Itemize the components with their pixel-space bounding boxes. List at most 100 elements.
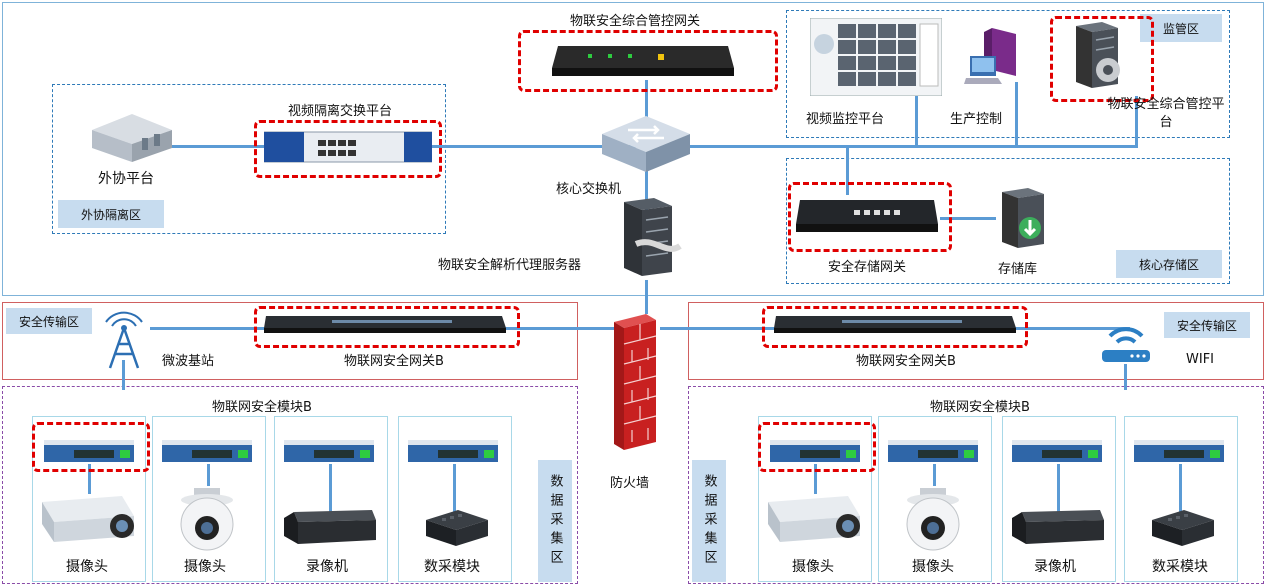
device-right-label-4: 数采模块	[1152, 559, 1208, 575]
external-platform-label: 外协平台	[98, 171, 154, 187]
secure-transmission-tag-left: 安全传输区	[6, 308, 92, 334]
security-module-right-2	[888, 440, 978, 462]
security-module-left-1	[44, 440, 134, 462]
device-cell-left-2	[152, 416, 266, 582]
dome-camera-icon-right	[906, 488, 960, 551]
security-module-right-3	[1012, 440, 1102, 462]
device-right-label-3: 录像机	[1034, 559, 1076, 575]
device-cell-right-2	[878, 416, 992, 582]
proxy-server-icon	[624, 198, 682, 276]
core-storage-zone-tag: 核心存储区	[1116, 250, 1222, 278]
security-module-right-4	[1134, 440, 1224, 462]
device-left-label-4: 数采模块	[424, 559, 480, 575]
firewall-icon	[614, 314, 657, 450]
data-collector-icon-left	[426, 510, 488, 546]
iot-gateway-top-device	[552, 46, 734, 76]
data-collection-tag-right: 数据采集区	[692, 460, 726, 582]
storage-server-icon	[1002, 188, 1044, 248]
storage-gateway-highlight	[788, 182, 952, 252]
module-left-1-highlight	[32, 422, 150, 472]
link-switch-to-monitor	[690, 145, 1136, 148]
security-module-left-3	[284, 440, 374, 462]
proxy-server-label: 物联安全解析代理服务器	[438, 258, 582, 273]
main-network-zone	[2, 2, 1264, 296]
iot-gateway-top-highlight	[518, 30, 778, 92]
link-switch-to-proxy	[645, 170, 648, 210]
security-module-left-2	[162, 440, 252, 462]
data-collection-zone-left	[2, 386, 578, 584]
link-left-cell1	[88, 464, 91, 494]
link-proxy-to-firewall	[645, 280, 648, 314]
regulatory-zone	[786, 10, 1230, 138]
external-isolation-zone	[52, 84, 446, 234]
mgmt-platform-label-line: 物联安全综合管控平台	[1107, 97, 1225, 130]
link-storage-gw-to-storage	[940, 217, 996, 220]
data-collection-zone-right	[688, 386, 1264, 584]
storage-gateway-device	[796, 200, 938, 232]
device-cell-right-3	[1002, 416, 1116, 582]
secure-transmission-tag-right: 安全传输区	[1164, 312, 1250, 338]
gateway-b-right-label: 物联网安全网关B	[856, 354, 956, 369]
core-switch-icon	[602, 116, 690, 172]
gateway-b-right-device	[774, 316, 1016, 333]
video-isolation-highlight	[254, 120, 442, 178]
security-module-right-1	[770, 440, 860, 462]
video-isolation-label: 视频隔离交换平台	[288, 104, 393, 119]
gateway-b-right-highlight	[762, 306, 1028, 348]
gateway-b-left-label: 物联网安全网关B	[344, 354, 444, 369]
mgmt-platform-highlight	[1050, 16, 1154, 102]
dome-camera-icon-left	[180, 488, 234, 551]
video-isolation-device	[264, 131, 432, 163]
bullet-camera-icon-left	[42, 496, 134, 542]
security-module-left-4	[408, 440, 498, 462]
link-right-cell3	[1057, 464, 1060, 514]
link-left-cell2	[207, 464, 210, 486]
production-control-label: 生产控制	[950, 112, 1003, 127]
data-collection-tag-left: 数据采集区	[538, 460, 572, 582]
link-antenna-down	[122, 360, 125, 390]
wifi-label: WIFI	[1186, 352, 1214, 367]
core-switch-label: 核心交换机	[556, 182, 622, 197]
device-left-label-2: 摄像头	[184, 559, 226, 575]
module-right-1-highlight	[758, 422, 876, 472]
storage-gateway-label: 安全存储网关	[828, 260, 907, 275]
link-monitor-up	[915, 96, 918, 148]
secure-transmission-zone-left	[2, 302, 578, 380]
link-production-up	[1015, 82, 1018, 148]
core-storage-zone	[786, 158, 1230, 284]
device-cell-left-4	[398, 416, 512, 582]
gateway-b-left-device	[264, 316, 506, 333]
external-isolation-zone-tag: 外协隔离区	[58, 200, 164, 228]
device-left-label-1: 摄像头	[66, 559, 108, 575]
device-cell-right-4	[1124, 416, 1238, 582]
link-left-cell4	[453, 464, 456, 514]
link-wifi-down	[1124, 364, 1127, 390]
computer-icon	[964, 28, 1016, 84]
link-switch-to-storage	[846, 145, 849, 195]
mgmt-server-icon	[1076, 22, 1120, 88]
module-b-left-label: 物联网安全模块B	[212, 400, 312, 415]
storage-label: 存储库	[998, 262, 1038, 277]
link-right-cell4	[1179, 464, 1182, 514]
recorder-icon-right	[1012, 510, 1104, 544]
video-monitor-label: 视频监控平台	[806, 112, 885, 127]
device-cell-right-1	[758, 416, 872, 582]
gateway-b-left-highlight	[254, 306, 520, 348]
device-left-label-3: 录像机	[306, 559, 348, 575]
device-cell-left-3	[274, 416, 388, 582]
link-mgmt-up	[1135, 96, 1138, 148]
firewall-label: 防火墙	[610, 476, 650, 491]
link-left-cell3	[329, 464, 332, 514]
data-collector-icon-right	[1152, 510, 1214, 546]
video-monitor-screen	[810, 18, 942, 96]
device-right-label-2: 摄像头	[912, 559, 954, 575]
device-right-label-1: 摄像头	[792, 559, 834, 575]
link-right-cell2	[933, 464, 936, 486]
device-cell-left-1	[32, 416, 146, 582]
secure-transmission-zone-right	[688, 302, 1264, 380]
recorder-icon-left	[284, 510, 376, 544]
link-gateway-to-switch	[645, 80, 648, 150]
link-right-cell1	[814, 464, 817, 494]
building-icon	[92, 114, 172, 162]
module-b-right-label: 物联网安全模块B	[930, 400, 1030, 415]
